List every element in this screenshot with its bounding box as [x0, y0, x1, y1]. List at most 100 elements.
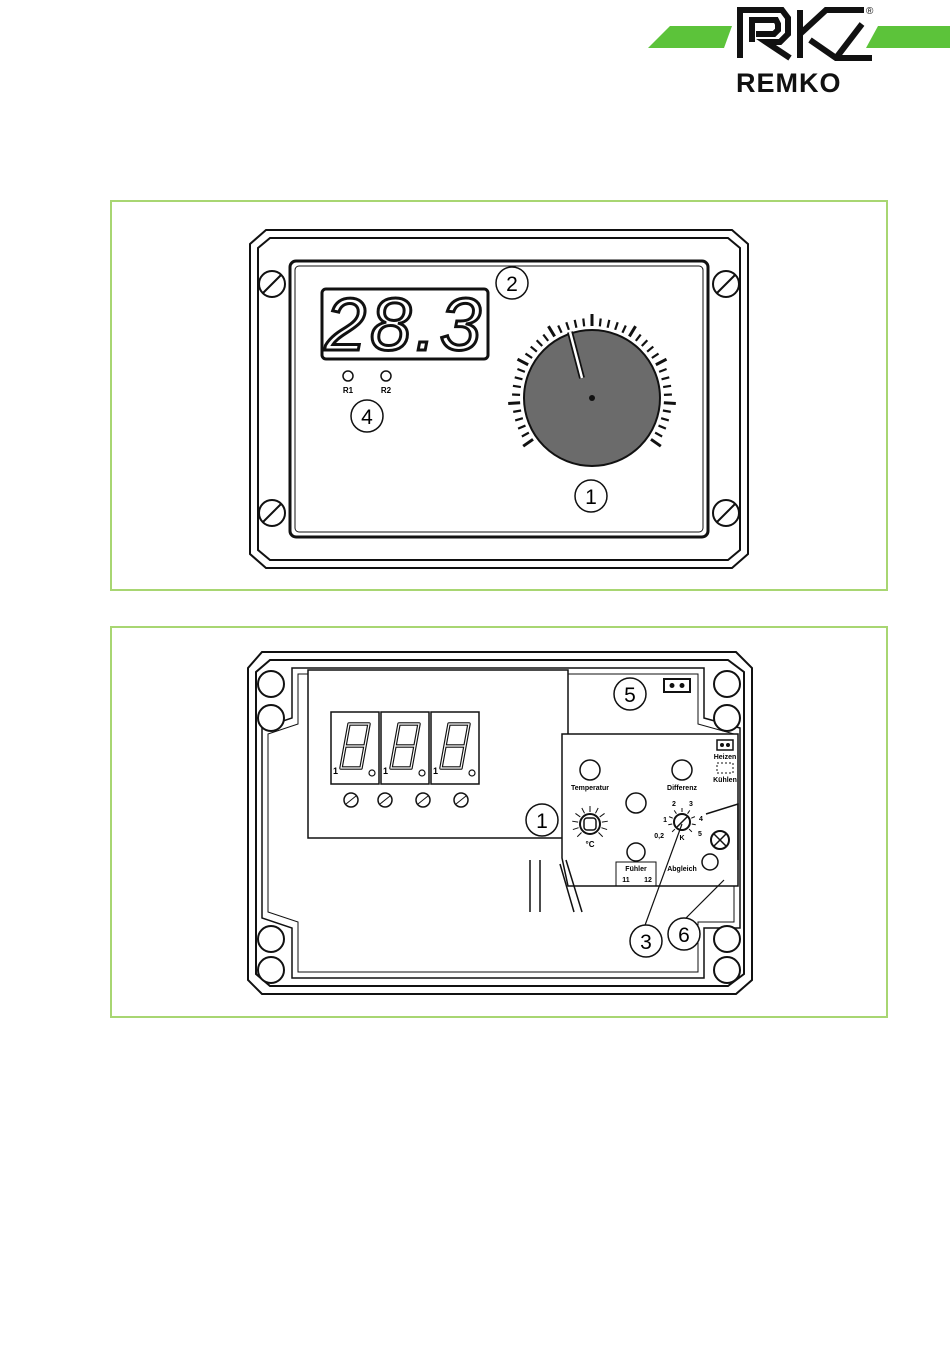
front-view-drawing: 28.3 R1 R2 1 2 4 — [112, 202, 886, 589]
callout-3: 3 — [640, 931, 652, 954]
dial-tick — [531, 347, 537, 352]
label-temperatur: Temperatur — [571, 785, 609, 792]
led-r2-icon — [381, 371, 391, 381]
dial-tick — [663, 411, 671, 412]
led-label-r2: R2 — [381, 386, 392, 395]
logo-wordmark: REMKO — [736, 68, 842, 98]
label-kuehlen: Kühlen — [713, 777, 737, 784]
screw-icon — [713, 271, 739, 297]
sensor-pot[interactable] — [627, 843, 645, 861]
dial-tick — [629, 326, 635, 336]
dial-tick — [537, 340, 543, 346]
dial-tick — [515, 377, 523, 379]
dial-tick — [543, 335, 548, 341]
calibration-pot[interactable] — [702, 854, 718, 870]
scale-3: 3 — [689, 801, 693, 808]
cooling-jumper-icon — [717, 763, 733, 773]
unit-kelvin: K — [679, 835, 684, 842]
mounting-hole-icon — [258, 671, 284, 697]
dial-tick — [517, 369, 524, 372]
seven-segment-digit: 1 — [381, 712, 429, 784]
scale-2: 2 — [672, 801, 676, 808]
led-r1-icon — [343, 371, 353, 381]
callout-1: 1 — [536, 810, 548, 833]
dial-tick — [664, 403, 676, 404]
dial-tick — [655, 433, 662, 437]
screw-icon — [259, 271, 285, 297]
dial-tick — [659, 369, 666, 372]
dial-tick — [523, 439, 533, 446]
dial-tick — [558, 325, 561, 332]
callout-6: 6 — [678, 924, 690, 947]
remko-logo: REMKO ® — [640, 0, 950, 100]
dial-tick — [652, 354, 659, 358]
mounting-hole-icon — [714, 671, 740, 697]
dial-tick — [647, 347, 653, 352]
heating-jumper-icon — [717, 740, 733, 750]
mounting-hole-icon — [714, 957, 740, 983]
label-differenz: Differenz — [667, 785, 697, 792]
dial-tick — [583, 318, 584, 326]
scale-4: 4 — [699, 816, 703, 823]
temperature-pot[interactable] — [580, 760, 600, 780]
led-label-r1: R1 — [343, 386, 354, 395]
dial-tick — [642, 340, 648, 346]
label-fuehler: Fühler — [625, 866, 647, 873]
dial-tick — [518, 426, 525, 429]
logo-registered-mark: ® — [866, 6, 874, 17]
seven-segment-digit: 1 — [431, 712, 479, 784]
dial-tick — [508, 403, 520, 404]
dial-tick — [656, 359, 667, 365]
dial-tick — [566, 322, 569, 330]
seven-segment-digit: 1 — [331, 712, 379, 784]
dial-tick — [548, 326, 554, 336]
callout-4: 4 — [361, 406, 373, 429]
logo-rk-mark — [740, 10, 872, 58]
mounting-hole-icon — [714, 926, 740, 952]
dial-tick — [659, 426, 666, 429]
dial-tick — [662, 377, 670, 379]
jumper-connector-icon — [664, 679, 690, 692]
callout-5: 5 — [624, 684, 636, 707]
dial-tick — [651, 439, 661, 446]
callout-2: 2 — [506, 273, 518, 296]
mounting-hole-icon — [258, 926, 284, 952]
dial-tick — [513, 386, 521, 387]
screw-icon — [713, 500, 739, 526]
dial-tick — [517, 359, 528, 365]
dial-tick — [575, 320, 577, 328]
dial-tick — [515, 418, 523, 420]
dial-tick — [608, 320, 610, 328]
dial-tick — [663, 386, 671, 387]
digit-prefix: 1 — [333, 766, 338, 776]
dial-tick — [600, 318, 601, 326]
mounting-hole-icon — [258, 705, 284, 731]
dial-tick — [513, 411, 521, 412]
digit-prefix: 1 — [433, 766, 438, 776]
scale-1: 1 — [663, 817, 667, 824]
mounting-hole-icon — [258, 957, 284, 983]
logo-left-stripe — [648, 26, 732, 48]
unit-celsius: °C — [586, 840, 595, 849]
label-heizen: Heizen — [714, 754, 737, 761]
difference-pot[interactable] — [672, 760, 692, 780]
dial-tick — [525, 354, 532, 358]
digit-prefix: 1 — [383, 766, 388, 776]
screw-icon — [259, 500, 285, 526]
mounting-hole-icon — [714, 705, 740, 731]
dial-tick — [615, 322, 618, 330]
figure-front-view: 28.3 R1 R2 1 2 4 — [110, 200, 888, 591]
knob-center-icon — [589, 395, 595, 401]
display-value: 28.3 — [324, 283, 485, 366]
center-pot[interactable] — [626, 793, 646, 813]
dial-tick — [636, 335, 641, 341]
dial-tick — [522, 433, 529, 437]
terminal-12: 12 — [644, 877, 652, 884]
scale-0-2: 0,2 — [654, 833, 664, 840]
dial-tick — [622, 325, 625, 332]
terminal-11: 11 — [622, 877, 630, 884]
callout-1: 1 — [585, 486, 597, 509]
dial-tick — [661, 418, 669, 420]
